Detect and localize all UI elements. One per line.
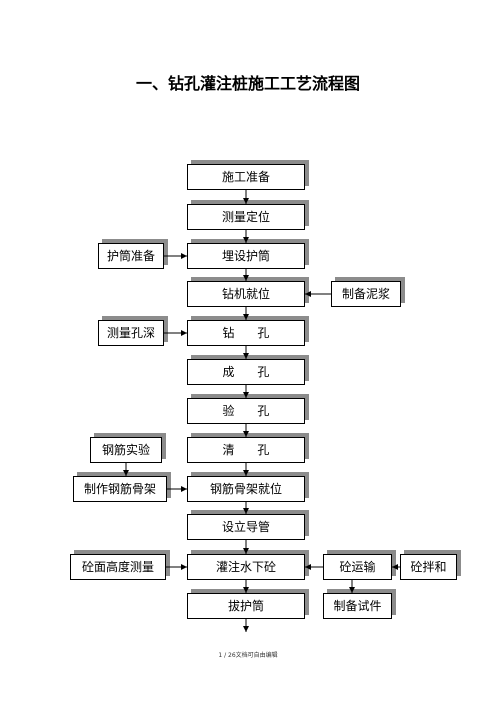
step-drill-rig-in-place: 钻机就位 — [187, 281, 305, 307]
step-construction-prep: 施工准备 — [187, 164, 305, 190]
page-footer: 1 / 26文档可自由编辑 — [218, 652, 278, 659]
side-measure-hole-depth: 测量孔深 — [98, 320, 164, 346]
side-make-rebar-cage: 制作钢筋骨架 — [73, 476, 167, 502]
step-bury-casing: 埋设护筒 — [187, 243, 305, 269]
step-install-tremie: 设立导管 — [187, 514, 305, 540]
side-rebar-test: 钢筋实验 — [90, 437, 162, 463]
step-hole-cleaning: 清 孔 — [187, 437, 305, 463]
side-concrete-level-measure: 砼面高度测量 — [70, 554, 166, 580]
step-pull-casing: 拔护筒 — [187, 593, 305, 619]
side-concrete-transport: 砼运输 — [323, 554, 392, 580]
side-casing-prep: 护筒准备 — [98, 243, 164, 269]
side-prepare-mud: 制备泥浆 — [331, 281, 401, 307]
step-underwater-concreting: 灌注水下砼 — [187, 554, 305, 580]
step-survey-positioning: 测量定位 — [187, 204, 305, 230]
side-concrete-mixing: 砼拌和 — [400, 554, 457, 580]
step-rebar-cage-placement: 钢筋骨架就位 — [187, 476, 305, 502]
side-make-specimens: 制备试件 — [323, 593, 392, 619]
step-hole-inspection: 验 孔 — [187, 398, 305, 424]
step-hole-formed: 成 孔 — [187, 359, 305, 385]
step-drilling: 钻 孔 — [187, 320, 305, 346]
page-title: 一、钻孔灌注桩施工工艺流程图 — [135, 74, 360, 93]
